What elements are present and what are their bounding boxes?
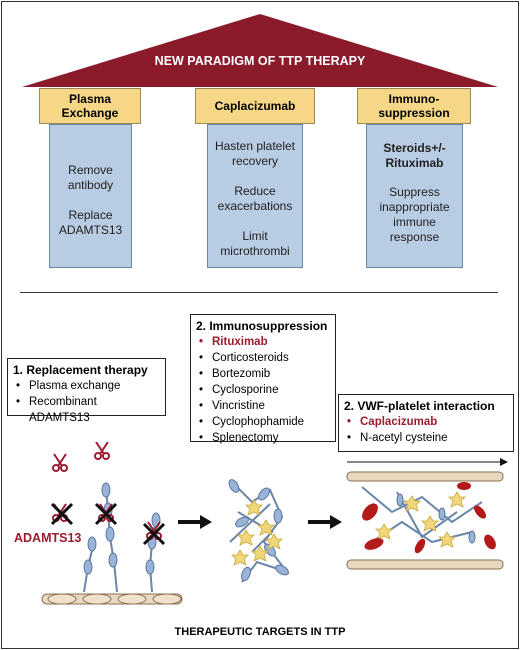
- box-immunosuppression: 2. Immunosuppression Rituximab Corticost…: [190, 314, 336, 446]
- box-vwf-title: 2. VWF-platelet interaction: [344, 399, 495, 413]
- panel-microthrombi-vessel: [346, 458, 508, 570]
- box-immuno-title: 2. Immunosuppression: [196, 319, 328, 333]
- list-item-highlight: Caplacizumab: [347, 414, 508, 430]
- roof: [22, 14, 498, 87]
- panel-platelet-aggregate: [228, 479, 290, 583]
- pillar-text: Suppress inappropriate immune response: [379, 185, 450, 244]
- pillar-plasma-exchange: Remove antibody Replace ADAMTS13: [49, 124, 132, 268]
- arrow-icon: [178, 515, 212, 529]
- pillar-caplacizumab: Hasten platelet recovery Reduce exacerba…: [207, 124, 303, 268]
- list-item: Splenectomy: [199, 430, 330, 446]
- box-replacement-title: 1. Replacement therapy: [13, 363, 148, 377]
- list-item: Vincristine: [199, 398, 330, 414]
- divider: [20, 292, 498, 293]
- panel-endothelium-strings: [41, 442, 183, 605]
- footer-caption: THERAPEUTIC TARGETS IN TTP: [174, 626, 346, 638]
- list-item: N-acetyl cysteine: [347, 430, 508, 446]
- pillar-bold-text: Steroids+/- Rituximab: [383, 141, 446, 170]
- list-item: Plasma exchange: [16, 378, 160, 394]
- list-item: Recombinant ADAMTS13: [16, 394, 160, 426]
- list-item: Cyclophophamide: [199, 414, 330, 430]
- pillar-immunosuppression: Steroids+/- Rituximab Suppress inappropr…: [366, 124, 463, 268]
- pillar-cap-immunosuppression: Immuno- suppression: [357, 88, 471, 124]
- box-replacement-therapy: 1. Replacement therapy Plasma exchange R…: [7, 358, 166, 424]
- pillar-cap-plasma-exchange: Plasma Exchange: [39, 88, 141, 124]
- list-item-highlight: Rituximab: [199, 334, 330, 350]
- adamts13-label: ADAMTS13: [14, 531, 81, 545]
- list-item: Bortezomib: [199, 366, 330, 382]
- arrow-icon: [308, 515, 342, 529]
- roof-title: NEW PARADIGM OF TTP THERAPY: [154, 54, 366, 68]
- box-vwf-platelet: 2. VWF-platelet interaction Caplacizumab…: [338, 394, 514, 452]
- pillar-cap-caplacizumab: Caplacizumab: [195, 88, 315, 124]
- list-item: Corticosteroids: [199, 350, 330, 366]
- illustration: ADAMTS13: [14, 442, 508, 605]
- list-item: Cyclosporine: [199, 382, 330, 398]
